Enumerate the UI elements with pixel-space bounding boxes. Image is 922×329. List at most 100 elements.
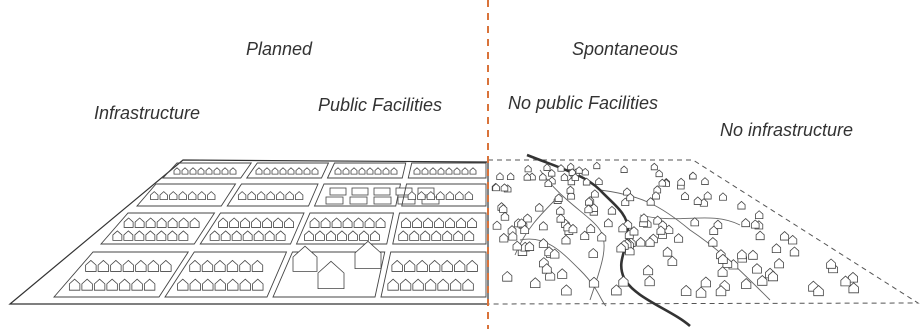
house	[226, 259, 239, 272]
house	[703, 191, 712, 200]
house	[708, 236, 718, 247]
house	[81, 278, 93, 291]
house	[445, 191, 455, 200]
city-block	[380, 251, 487, 298]
house	[309, 217, 320, 228]
house	[541, 263, 552, 274]
city-block	[164, 251, 288, 298]
house	[303, 167, 311, 175]
facility-building	[329, 187, 347, 196]
house	[387, 278, 399, 291]
house	[156, 230, 167, 241]
house	[445, 217, 455, 228]
house	[464, 191, 474, 200]
house	[220, 230, 231, 241]
house	[626, 192, 635, 202]
facility-building	[349, 196, 368, 205]
house	[538, 238, 548, 248]
city-block	[401, 183, 487, 207]
house	[134, 230, 145, 241]
house	[284, 217, 294, 228]
house	[607, 205, 617, 215]
informal-road	[539, 169, 605, 301]
facility-building	[373, 196, 392, 205]
house	[239, 259, 251, 272]
house	[500, 183, 509, 192]
house	[426, 191, 436, 200]
house	[700, 276, 711, 288]
house	[520, 224, 530, 235]
house	[279, 167, 287, 175]
house	[413, 167, 421, 175]
house	[557, 268, 568, 279]
river	[526, 153, 691, 327]
house	[618, 275, 629, 287]
house	[122, 259, 135, 272]
planned-label: Planned	[246, 39, 313, 59]
house	[650, 162, 658, 171]
house	[242, 230, 253, 241]
house	[653, 185, 662, 194]
facility-building	[417, 187, 435, 196]
house	[499, 232, 509, 243]
house	[181, 167, 189, 175]
house	[145, 230, 156, 241]
house	[695, 286, 707, 298]
house	[456, 217, 466, 228]
house	[251, 259, 264, 272]
house	[424, 278, 437, 291]
house	[337, 230, 347, 241]
facility-building	[373, 187, 391, 196]
house	[348, 230, 358, 241]
house	[508, 231, 518, 241]
house	[169, 191, 178, 200]
house	[767, 270, 778, 282]
house	[262, 217, 272, 228]
house	[466, 259, 478, 272]
house	[112, 230, 123, 241]
house	[548, 168, 556, 177]
house	[455, 191, 464, 200]
city-block	[326, 162, 407, 179]
house	[643, 264, 654, 276]
house	[568, 223, 578, 234]
house	[549, 248, 560, 259]
house	[143, 278, 156, 291]
city-block	[226, 183, 319, 207]
house	[453, 230, 464, 241]
house	[207, 191, 216, 200]
house	[382, 167, 390, 175]
house	[581, 167, 589, 176]
house	[699, 198, 708, 207]
house	[189, 167, 197, 175]
house	[412, 217, 422, 228]
house	[655, 169, 663, 178]
house	[271, 167, 279, 175]
house	[629, 226, 639, 236]
house	[748, 249, 758, 260]
house	[123, 217, 134, 228]
house	[412, 278, 424, 291]
house	[353, 217, 364, 228]
house	[68, 278, 81, 291]
house	[453, 167, 461, 175]
house	[492, 220, 502, 230]
house	[251, 217, 261, 228]
house	[690, 217, 700, 227]
house	[693, 196, 702, 205]
house	[118, 278, 131, 291]
house	[202, 278, 214, 291]
house	[586, 223, 596, 233]
house	[93, 278, 106, 291]
house	[848, 282, 859, 294]
house	[499, 204, 508, 213]
house	[431, 230, 442, 241]
city-block	[100, 212, 216, 245]
house	[256, 191, 266, 200]
house	[556, 213, 565, 223]
house	[213, 167, 221, 175]
house	[264, 230, 275, 241]
house	[197, 191, 206, 200]
house	[131, 278, 143, 291]
